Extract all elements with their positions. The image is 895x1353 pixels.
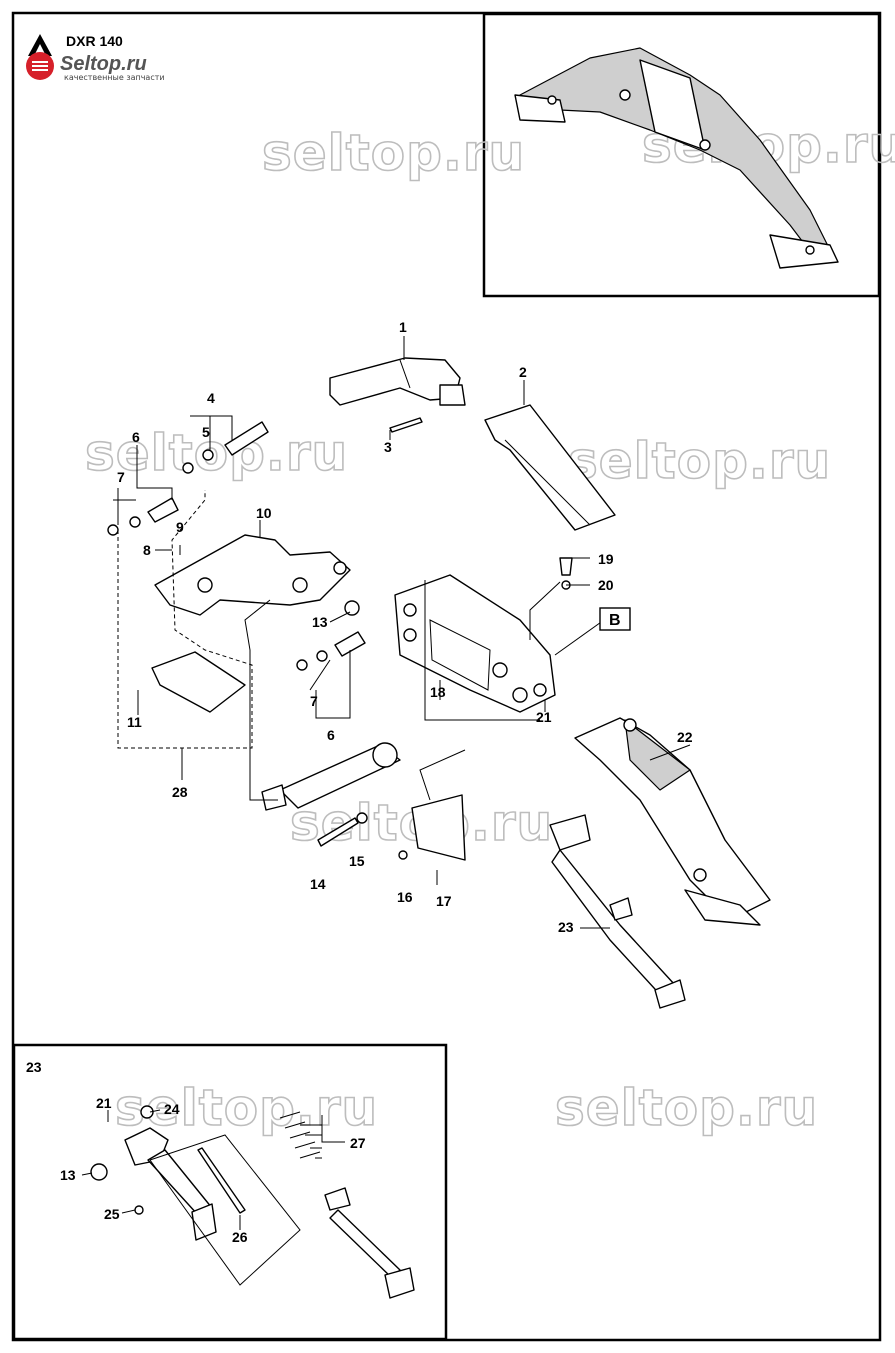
callout-13: 13 [312, 614, 328, 630]
part-17-plate [411, 794, 466, 861]
section-letter-glyph [28, 34, 52, 56]
callout-17: 17 [436, 893, 452, 909]
part-23-cylinder [549, 814, 686, 1009]
callout-15: 15 [349, 853, 365, 869]
inset-leader-lines [81, 1109, 345, 1230]
part-14-bolt [317, 817, 359, 847]
part-28-plate [151, 651, 246, 713]
brand-logo [26, 34, 54, 80]
overview-box [482, 12, 881, 298]
part-1-cover [329, 357, 466, 406]
pins-group-lower [296, 600, 366, 671]
part-16-screw [398, 850, 408, 860]
callout-20: 20 [598, 577, 614, 593]
callout-22: 22 [677, 729, 693, 745]
watermark-1: seltop.ru [262, 124, 525, 182]
part-10-bracket [154, 534, 351, 616]
overview-boom-drawing [514, 47, 839, 269]
part-18-boom-base [394, 574, 556, 713]
watermark-4: seltop.ru [568, 432, 831, 490]
model-label: DXR 140 [66, 33, 123, 49]
callout-9: 9 [176, 519, 184, 535]
watermark-3: seltop.ru [85, 424, 348, 482]
callout-28: 28 [172, 784, 188, 800]
callout-4: 4 [207, 390, 215, 406]
callout-5: 5 [202, 424, 210, 440]
callout-10: 10 [256, 505, 272, 521]
callout-23: 23 [558, 919, 574, 935]
callout-6a: 6 [132, 429, 140, 445]
callout-18: 18 [430, 684, 446, 700]
leader-lines [113, 336, 691, 929]
callout-21a: 21 [536, 709, 552, 725]
callout-14: 14 [310, 876, 326, 892]
ref-box-b-label: B [609, 612, 621, 629]
callout-7b: 7 [310, 693, 318, 709]
callout-16: 16 [397, 889, 413, 905]
inset-cylinder-detail [90, 1105, 415, 1299]
callout-3: 3 [384, 439, 392, 455]
inset-callout-27: 27 [350, 1135, 366, 1151]
callout-19: 19 [598, 551, 614, 567]
logo-text: Seltop.ru [60, 53, 147, 75]
part-3-bolt [389, 417, 423, 433]
part-15-washer [356, 812, 368, 824]
watermark-7: seltop.ru [555, 1079, 818, 1137]
part-28-group-outline [117, 490, 253, 749]
callout-2: 2 [519, 364, 527, 380]
inset-callout-24: 24 [164, 1101, 180, 1117]
callout-1: 1 [399, 319, 407, 335]
logo-tagline: качественные запчасти [64, 73, 165, 82]
pins-group-top [107, 421, 269, 536]
inset-callout-25: 25 [104, 1206, 120, 1222]
callout-11: 11 [127, 714, 142, 730]
inset-callout-13: 13 [60, 1167, 76, 1183]
callout-6b: 6 [327, 727, 335, 743]
inset-callout-21: 21 [96, 1095, 112, 1111]
watermark-6: seltop.ru [115, 1079, 378, 1137]
lift-cylinder [279, 744, 401, 809]
part-2-cover-plate [484, 404, 616, 531]
inset-callout-26: 26 [232, 1229, 248, 1245]
part-22-boom [574, 717, 771, 926]
inset-title: 23 [26, 1059, 42, 1075]
detail-inset-box [12, 1043, 448, 1341]
callout-7a: 7 [117, 469, 125, 485]
ref-box-b [599, 607, 631, 631]
part-19-bolt [559, 557, 573, 576]
callout-8: 8 [143, 542, 151, 558]
